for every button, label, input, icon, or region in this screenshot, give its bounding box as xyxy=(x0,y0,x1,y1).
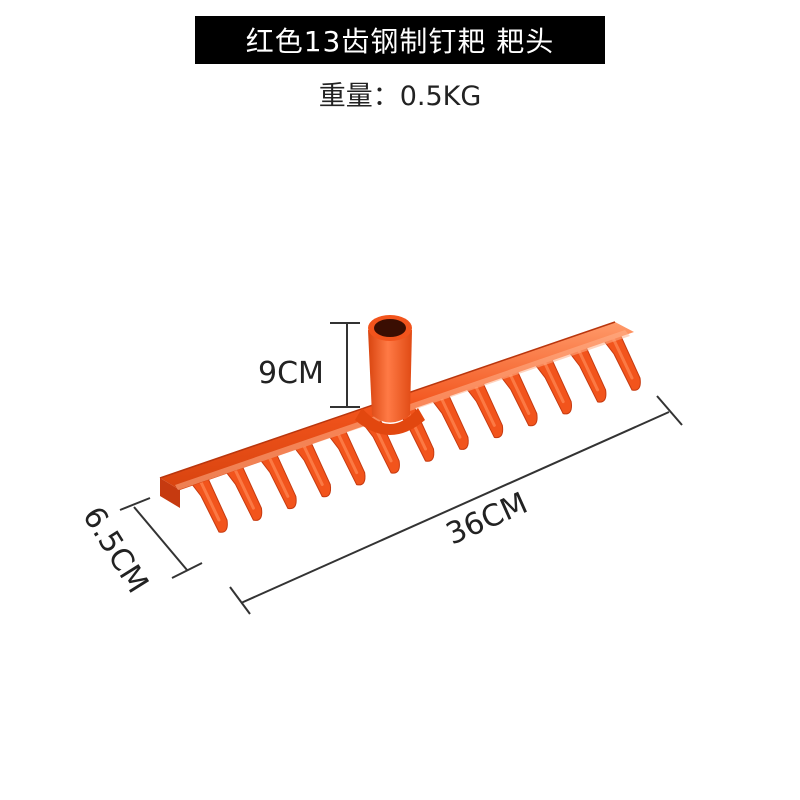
rake-tine-highlight xyxy=(472,381,496,427)
width-label: 36CM xyxy=(441,486,533,553)
handle-socket xyxy=(355,315,425,435)
dimension-handle: 9CM xyxy=(258,322,360,408)
rake-tine-highlight xyxy=(335,429,359,475)
rake-tine-highlight xyxy=(438,393,462,439)
title-banner: 红色13齿钢制钉耙 耙头 xyxy=(195,16,605,64)
rake-tine-highlight xyxy=(266,452,290,498)
rake-tine-highlight xyxy=(300,441,324,486)
rake-tine-highlight xyxy=(541,358,565,404)
rake-tine-highlight xyxy=(197,476,221,522)
dimension-tine: 6.5CM xyxy=(75,497,203,600)
rake-tines xyxy=(187,331,641,533)
product-title: 红色13齿钢制钉耙 耙头 xyxy=(245,25,555,58)
tine-length-label: 6.5CM xyxy=(75,501,155,600)
rake-tine-highlight xyxy=(231,464,255,510)
rake-tine-highlight xyxy=(610,334,634,380)
weight-label: 重量：0.5KG xyxy=(318,81,482,112)
handle-height-label: 9CM xyxy=(258,356,324,391)
rake-tine-highlight xyxy=(507,370,531,415)
rake-tine-highlight xyxy=(576,346,600,392)
